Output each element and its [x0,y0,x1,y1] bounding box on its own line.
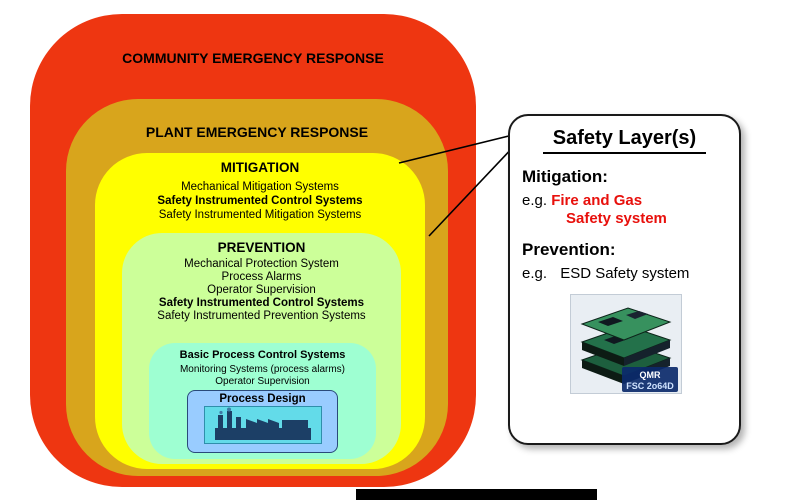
prevention-item: Safety Instrumented Control Systems [158,297,365,309]
prevention-heading: Prevention: [522,240,616,259]
bpcs-item-list: Monitoring Systems (process alarms) Oper… [149,364,376,388]
panel-title-wrap: Safety Layer(s) [510,127,739,154]
mitigation-item: Mechanical Mitigation Systems [181,181,339,193]
mitigation-example-line2: Safety system [566,210,729,227]
prevention-item-list: Mechanical Protection System Process Ala… [122,258,401,323]
footer-bar [356,489,597,500]
mitigation-example-red-text2: Safety system [566,210,667,227]
prevention-item: Mechanical Protection System [184,258,339,270]
mitigation-layer-label: MITIGATION [220,160,300,175]
prevention-example-text: ESD Safety system [560,265,690,282]
process-design-label: Process Design [219,393,306,405]
bpcs-item: Operator Supervision [215,376,310,387]
panel-body: Mitigation: e.g. Fire and Gas Safety sys… [510,167,739,394]
process-design-box: Process Design [187,390,338,453]
prevention-item: Safety Instrumented Prevention Systems [157,310,366,322]
prevention-item: Operator Supervision [207,284,316,296]
mitigation-item: Safety Instrumented Mitigation Systems [158,209,362,221]
panel-title: Safety Layer(s) [542,127,707,154]
community-layer-label: COMMUNITY EMERGENCY RESPONSE [122,50,384,66]
factory-icon [203,406,322,444]
device-label-bottom: FSC 2o64D [626,381,674,391]
fsc-controller-image: QMR FSC 2o64D [569,294,682,394]
bpcs-layer-label: Basic Process Control Systems [179,349,346,361]
eg-prefix: e.g. [522,192,548,209]
mitigation-heading: Mitigation: [522,167,608,186]
mitigation-example-line1: e.g. Fire and Gas [522,192,729,209]
prevention-example-line: e.g. ESD Safety system [522,265,729,282]
plant-layer-label: PLANT EMERGENCY RESPONSE [145,124,369,140]
bpcs-item: Monitoring Systems (process alarms) [179,364,346,375]
mitigation-example-red-text: Fire and Gas [551,192,643,209]
prevention-item: Process Alarms [221,271,302,283]
safety-layers-panel: Safety Layer(s) Mitigation: e.g. Fire an… [508,114,741,445]
eg-prefix: e.g. [522,265,548,282]
device-label-top: QMR [639,370,660,380]
mitigation-item: Safety Instrumented Control Systems [157,195,363,207]
prevention-layer-label: PREVENTION [217,240,306,255]
mitigation-item-list: Mechanical Mitigation Systems Safety Ins… [95,180,425,222]
